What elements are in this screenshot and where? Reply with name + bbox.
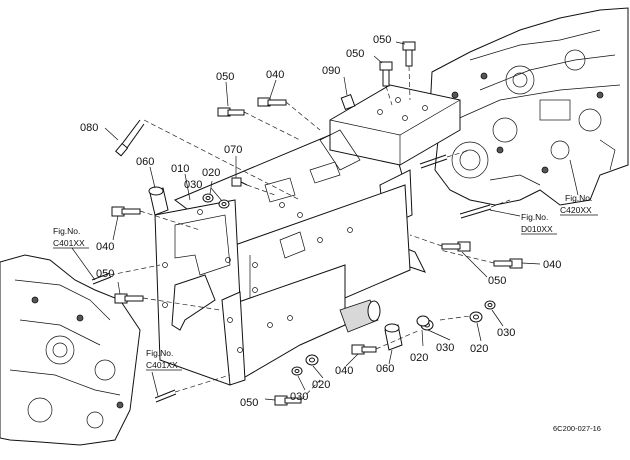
fig-ref-c420-line1: Fig.No.	[565, 193, 592, 203]
callout-080: 080	[80, 122, 98, 134]
drawing-code: 6C200-027-16	[553, 424, 601, 433]
callout-060-a: 060	[136, 156, 154, 168]
callout-030-a: 030	[184, 179, 202, 191]
bolt-050-top-a	[379, 61, 393, 87]
fig-ref-c401-upper-line1: Fig.No.	[53, 226, 80, 236]
callout-labels: 050 040 090 050 050 080 060 010 070 020 …	[80, 34, 561, 409]
fig-ref-c401-upper: Fig.No. C401XX	[53, 226, 89, 249]
washers	[202, 193, 496, 376]
transmission-housing-right	[429, 7, 629, 206]
callout-040-c: 040	[543, 259, 561, 271]
callout-050-e: 050	[488, 275, 506, 287]
callout-070: 070	[224, 144, 242, 156]
bolt-040-right	[493, 258, 523, 269]
callout-040-b: 040	[96, 241, 114, 253]
engine-housing-left	[0, 254, 141, 446]
callout-060-b: 060	[376, 363, 394, 375]
callout-090: 090	[322, 65, 340, 77]
grease-nipple-070	[231, 177, 248, 187]
callout-050-d: 050	[96, 268, 114, 280]
fig-ref-d010-line1: Fig.No.	[521, 212, 548, 222]
assembly-lines	[109, 65, 511, 401]
callout-010: 010	[171, 163, 189, 175]
spacer-collar-upper	[148, 186, 169, 216]
callout-040-d: 040	[335, 365, 353, 377]
bolt-050-top-b	[402, 41, 416, 67]
callout-050-c: 050	[373, 34, 391, 46]
bolt-080	[115, 119, 145, 157]
callout-020-c: 020	[410, 352, 428, 364]
callout-030-d: 030	[290, 391, 308, 403]
callout-020-b: 020	[470, 343, 488, 355]
fig-ref-c401-lower: Fig.No. C401XX	[146, 348, 182, 371]
callout-050-b: 050	[346, 48, 364, 60]
callout-050-a: 050	[216, 71, 234, 83]
callout-020-a: 020	[202, 167, 220, 179]
fig-ref-c401-lower-line1: Fig.No.	[146, 348, 173, 358]
callout-040-a: 040	[266, 69, 284, 81]
fig-ref-d010-line2: D010XX	[521, 224, 553, 234]
bolt-050-right	[441, 241, 471, 252]
callout-030-b: 030	[497, 327, 515, 339]
pin-090	[340, 94, 356, 110]
bolt-050-bottom	[274, 395, 302, 406]
leader-lines	[71, 41, 579, 401]
callout-020-d: 020	[312, 379, 330, 391]
callout-050-f: 050	[240, 397, 258, 409]
spacer-collar-lower	[339, 299, 403, 351]
fig-ref-c420: Fig.No. C420XX	[560, 193, 598, 216]
bolt-040-left	[111, 206, 141, 217]
bolt-050-left	[114, 293, 144, 304]
bolt-040-bottom	[351, 344, 377, 355]
fig-ref-c420-line2: C420XX	[560, 205, 592, 215]
frame-main	[154, 84, 461, 386]
callout-030-c: 030	[436, 342, 454, 354]
fig-ref-c401-upper-line2: C401XX	[53, 238, 85, 248]
fig-ref-c401-lower-line2: C401XX	[146, 360, 178, 370]
bolt-040-upper	[257, 97, 287, 107]
bolt-050-upper-left	[217, 107, 245, 117]
studs	[91, 154, 492, 403]
fig-ref-d010: Fig.No. D010XX	[521, 212, 557, 235]
